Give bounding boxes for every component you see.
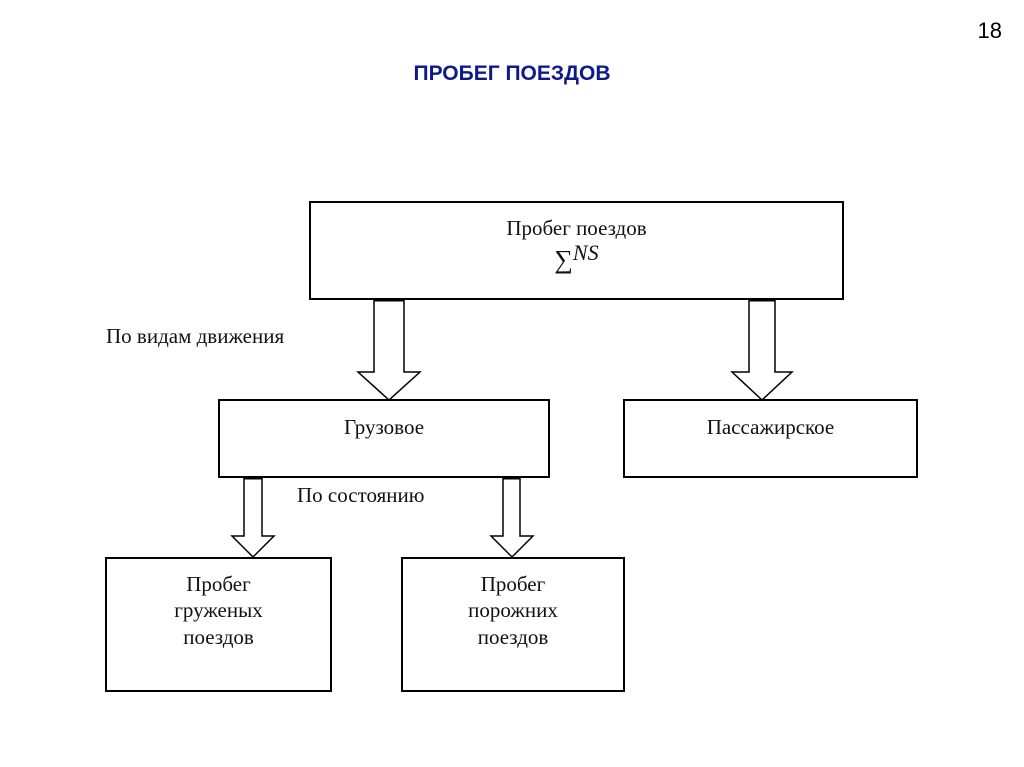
arrow-freight-to-empty (489, 476, 535, 559)
freight-node-label: Грузовое (343, 415, 425, 439)
empty-node: Пробег порожних поездов (401, 557, 625, 692)
edge-label-by-state: По состоянию (297, 483, 425, 507)
empty-line-1: Пробег (480, 572, 546, 596)
arrow-root-to-freight (356, 298, 422, 402)
loaded-line-2: груженых (174, 598, 263, 623)
arrow-freight-to-loaded (230, 476, 276, 559)
edge-label-by-traffic-type: По видам движения (106, 324, 285, 348)
loaded-line-3: поездов (183, 624, 254, 649)
empty-line-2: порожних (468, 598, 558, 623)
root-node-formula: ∑NS (554, 239, 598, 277)
loaded-node: Пробег груженых поездов (105, 557, 332, 692)
root-node: Пробег поездов ∑NS (309, 201, 844, 300)
slide-number: 18 (977, 18, 1002, 43)
root-node-label: Пробег поездов (506, 216, 647, 240)
arrow-root-to-passenger (730, 298, 794, 402)
sum-symbol: ∑ (554, 245, 573, 275)
formula-ns: NS (572, 240, 599, 266)
freight-node: Грузовое (218, 399, 550, 478)
slide-title: ПРОБЕГ ПОЕЗДОВ (413, 62, 611, 85)
empty-line-3: поездов (477, 624, 549, 649)
loaded-line-1: Пробег (186, 572, 251, 596)
passenger-node: Пассажирское (623, 399, 918, 478)
passenger-node-label: Пассажирское (706, 415, 835, 439)
